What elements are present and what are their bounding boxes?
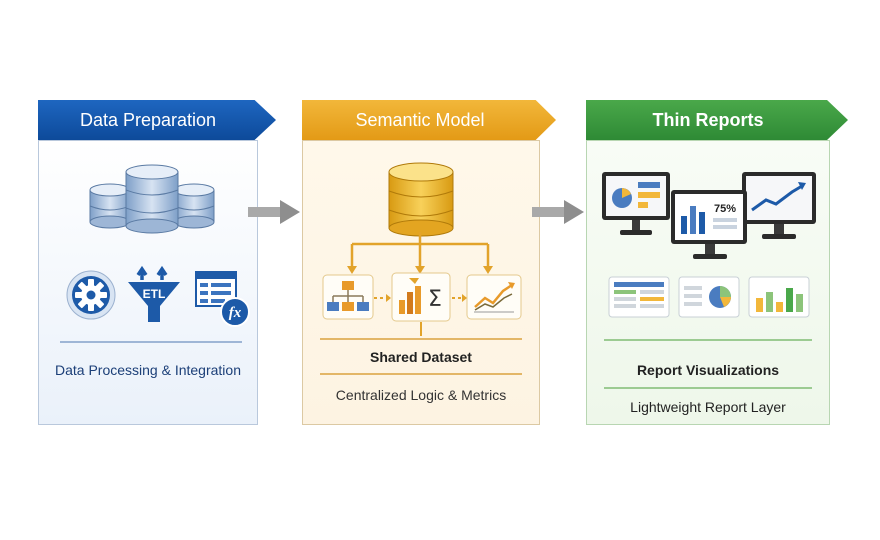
line-trend-icon bbox=[466, 274, 522, 320]
sigma-icon: Σ bbox=[391, 272, 451, 322]
fx-label: fx bbox=[229, 305, 242, 321]
lightweight-report-caption: Lightweight Report Layer bbox=[630, 399, 786, 415]
monitor-center-icon: 75% bbox=[671, 190, 747, 259]
data-preparation-banner: Data Preparation bbox=[38, 100, 276, 140]
centralized-logic-caption: Centralized Logic & Metrics bbox=[335, 387, 507, 403]
model-flow-arrows bbox=[374, 294, 467, 302]
hierarchy-icon bbox=[322, 274, 374, 320]
etl-label: ETL bbox=[143, 287, 166, 301]
report-card-bar-icon bbox=[748, 276, 810, 318]
stage2-divider-bottom bbox=[320, 373, 522, 375]
report-card-table-icon bbox=[608, 276, 670, 318]
gear-icon bbox=[66, 270, 116, 320]
semantic-connector-lines bbox=[347, 232, 493, 274]
flow-arrow-icon bbox=[532, 200, 584, 224]
flow-arrow-icon bbox=[248, 200, 300, 224]
semantic-model-banner: Semantic Model bbox=[302, 100, 556, 140]
data-preparation-title: Data Preparation bbox=[79, 109, 217, 130]
database-icon bbox=[388, 162, 454, 237]
semantic-model-title: Semantic Model bbox=[355, 109, 485, 130]
monitor-left-icon bbox=[602, 172, 670, 235]
report-card-pie-icon bbox=[678, 276, 740, 318]
stage3-divider-bottom bbox=[604, 387, 812, 389]
thin-reports-banner: Thin Reports bbox=[586, 100, 848, 140]
svg-text:Σ: Σ bbox=[428, 287, 442, 312]
shared-dataset-caption: Shared Dataset bbox=[370, 349, 472, 365]
etl-funnel-icon: ETL bbox=[128, 265, 180, 322]
stage2-divider-top bbox=[320, 338, 522, 340]
thin-reports-title: Thin Reports bbox=[652, 109, 764, 130]
data-processing-caption: Data Processing & Integration bbox=[55, 362, 241, 378]
model-stub-line bbox=[420, 322, 422, 336]
report-visualizations-caption: Report Visualizations bbox=[636, 362, 780, 378]
stage3-divider-top bbox=[604, 339, 812, 341]
table-formula-icon: fx bbox=[195, 271, 250, 327]
stage1-divider bbox=[60, 341, 242, 343]
monitor-percent-label: 75% bbox=[714, 203, 736, 215]
database-stack-icon bbox=[89, 164, 215, 234]
monitor-right-icon bbox=[742, 172, 816, 239]
